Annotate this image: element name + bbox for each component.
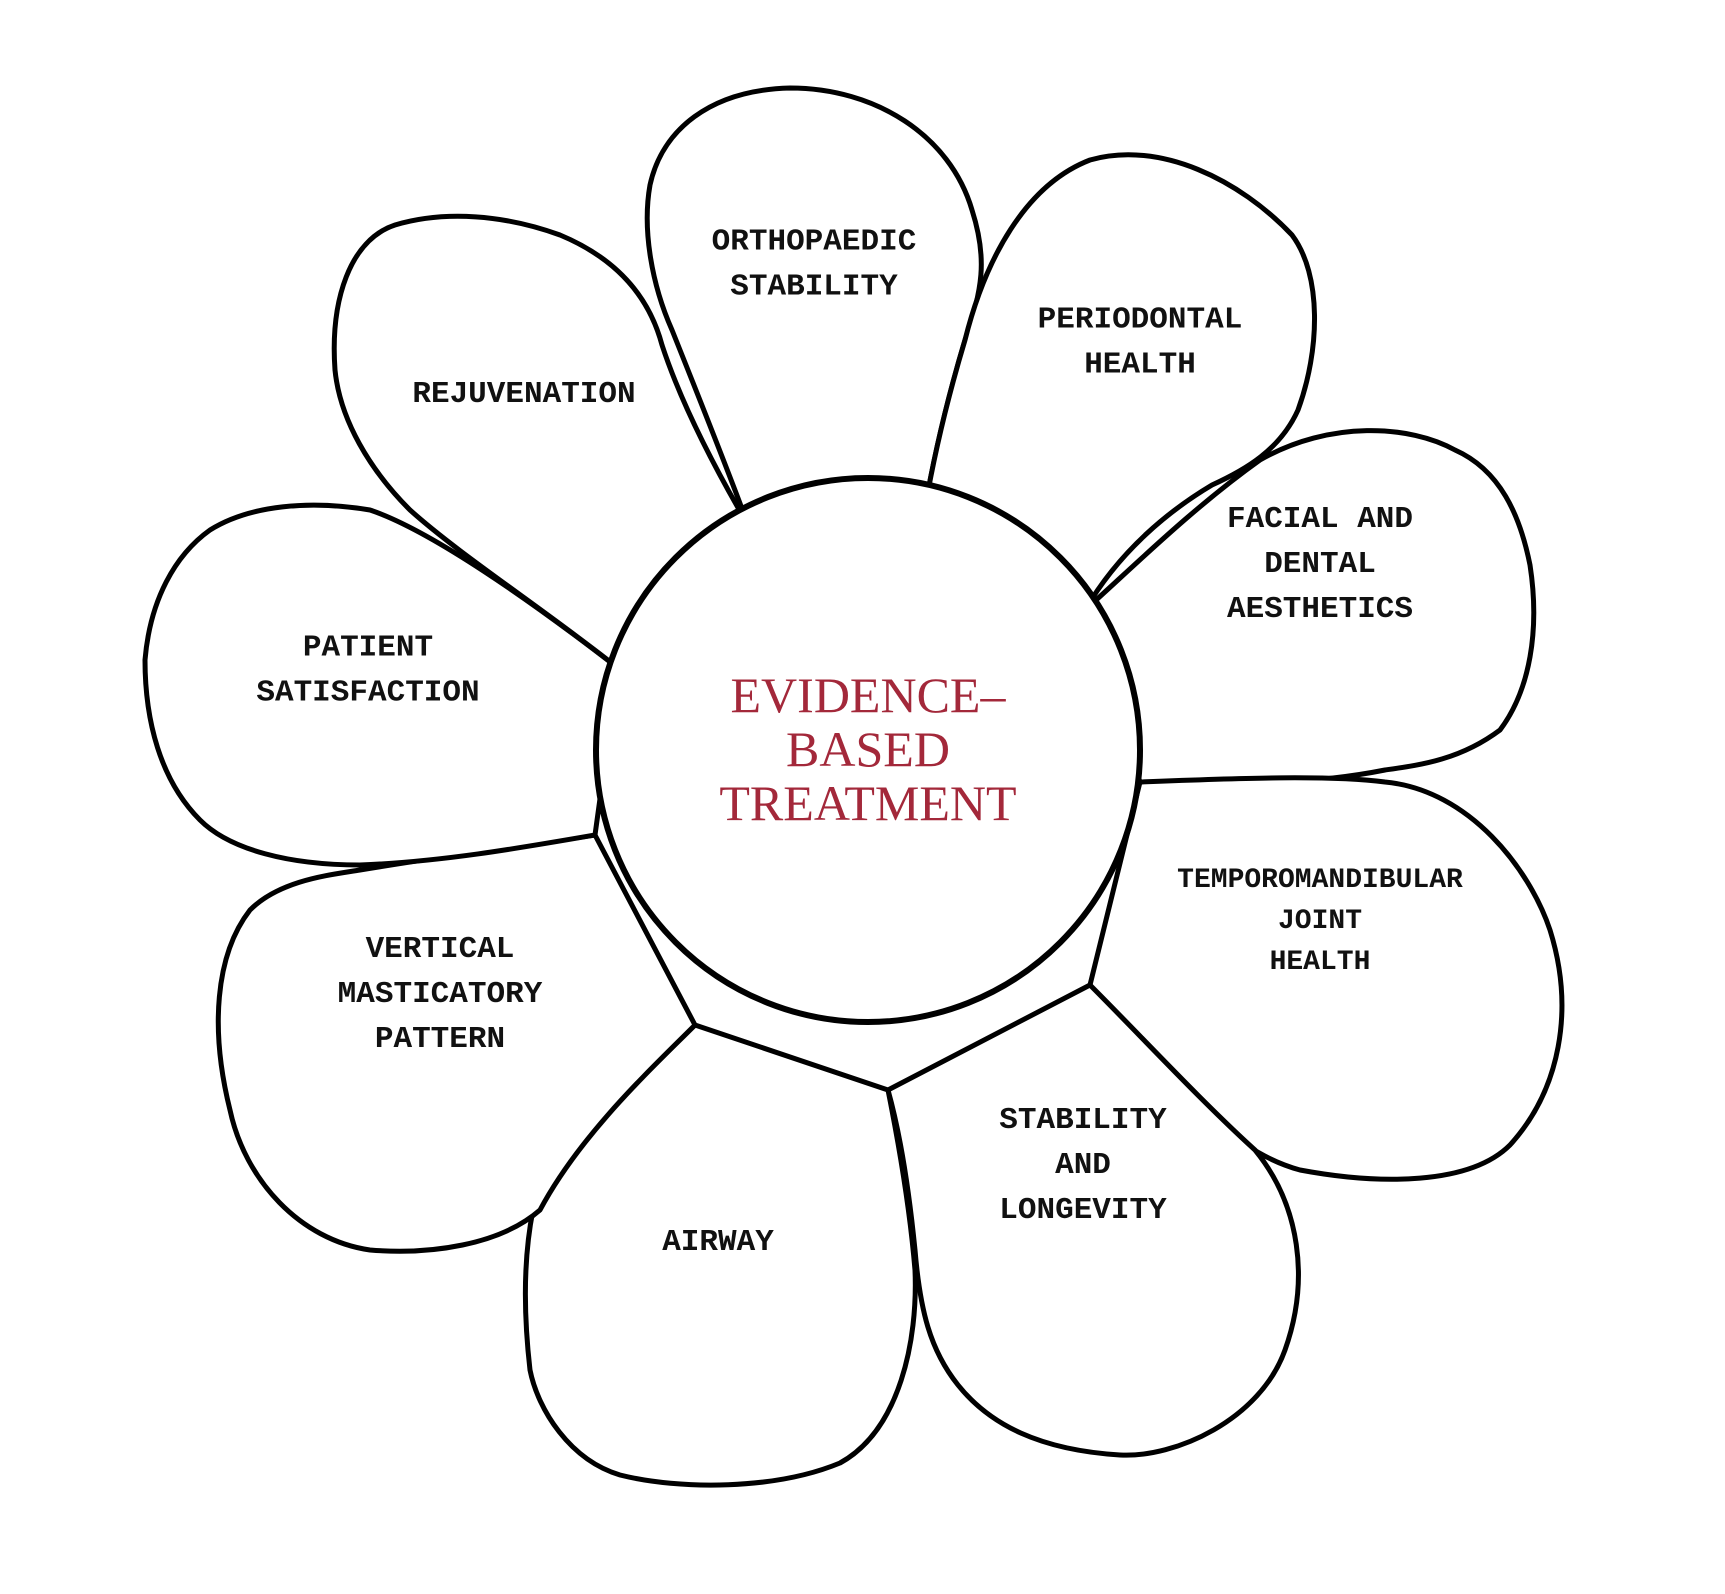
petal-facial-and-dental-aesthetics: FACIAL AND DENTAL AESTHETICS [1082,428,1537,787]
petal-label-line: REJUVENATION [412,377,635,412]
petal-label-line: MASTICATORY [338,977,543,1012]
petal-shape [331,213,751,671]
petal-shape [1082,428,1537,787]
petal-label-line: LONGEVITY [999,1193,1167,1228]
petal-label-line: JOINT [1278,906,1362,937]
petal-label-line: TEMPOROMANDIBULAR [1177,865,1463,896]
petal-label: VERTICAL MASTICATORY PATTERN [338,932,543,1057]
center-label-line: EVIDENCE– [731,667,1007,723]
petal-label: FACIAL AND DENTAL AESTHETICS [1227,502,1413,627]
petal-label-line: AND [1055,1148,1111,1183]
petal-shape [142,502,621,868]
petal-label-line: DENTAL [1264,547,1376,582]
petal-orthopaedic-stability: ORTHOPAEDIC STABILITY [644,85,984,528]
petal-label-line: VERTICAL [366,932,515,967]
petal-label: STABILITY AND LONGEVITY [999,1103,1167,1228]
petal-shape [1087,775,1565,1182]
petal-shape [922,152,1317,613]
petal-label-line: STABILITY [999,1103,1167,1138]
petal-label-line: HEALTH [1270,947,1371,978]
petal-temporomandibular-joint-health: TEMPOROMANDIBULAR JOINT HEALTH [1087,775,1565,1182]
petal-patient-satisfaction: PATIENT SATISFACTION [142,502,621,868]
petal-rejuvenation: REJUVENATION [331,213,751,671]
petal-label: TEMPOROMANDIBULAR JOINT HEALTH [1177,865,1463,978]
center-circle [593,475,1143,1025]
petal-label-line: STABILITY [730,270,898,305]
petal-label: PERIODONTAL HEALTH [1038,303,1243,383]
center-label-line: TREATMENT [719,775,1016,831]
petal-label-line: FACIAL AND [1227,502,1413,537]
petal-stability-and-longevity: STABILITY AND LONGEVITY [885,982,1301,1458]
petal-label-line: SATISFACTION [256,676,479,711]
petal-label-line: PERIODONTAL [1038,303,1243,338]
petal-periodontal-health: PERIODONTAL HEALTH [922,152,1317,613]
petal-label-line: AIRWAY [662,1225,774,1260]
petal-label-line: HEALTH [1084,348,1196,383]
petal-vertical-masticatory-pattern: VERTICAL MASTICATORY PATTERN [215,832,698,1254]
petal-label: REJUVENATION [412,377,635,412]
petal-label: ORTHOPAEDIC STABILITY [712,225,917,305]
petal-label: PATIENT SATISFACTION [256,631,479,711]
petal-shape [215,832,698,1254]
petal-label-line: ORTHOPAEDIC [712,225,917,260]
petal-label-line: PATIENT [303,631,433,666]
petal-label-line: PATTERN [375,1022,505,1057]
petals-layer: ORTHOPAEDIC STABILITY PERIODONTAL HEALTH FAC… [142,85,1565,1488]
center-label-line: BASED [786,721,950,777]
petal-label-line: AESTHETICS [1227,592,1413,627]
petal-label: AIRWAY [662,1225,774,1260]
